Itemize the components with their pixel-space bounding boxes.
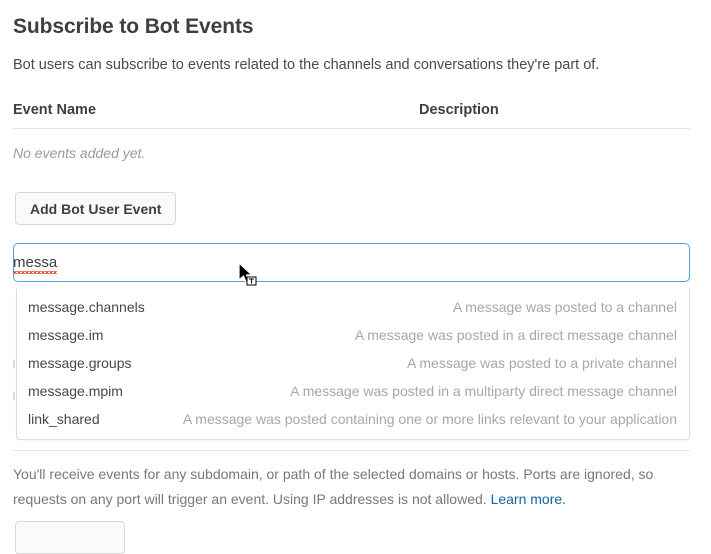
suggestion-name: message.mpim bbox=[28, 383, 123, 399]
suggestion-description: A message was posted containing one or m… bbox=[182, 411, 677, 427]
suggestion-item[interactable]: link_shared A message was posted contain… bbox=[17, 405, 689, 433]
suggestion-item[interactable]: message.channels A message was posted to… bbox=[17, 293, 689, 321]
suggestion-item[interactable]: message.groups A message was posted to a… bbox=[17, 349, 689, 377]
suggestion-description: A message was posted to a private channe… bbox=[406, 355, 677, 371]
footer-note-text: You'll receive events for any subdomain,… bbox=[13, 466, 654, 507]
suggestion-name: message.groups bbox=[28, 355, 132, 371]
suggestion-item[interactable]: message.im A message was posted in a dir… bbox=[17, 321, 689, 349]
events-table-header: Event Name Description bbox=[13, 102, 690, 129]
suggestion-description: A message was posted in a direct message… bbox=[354, 327, 677, 343]
column-header-description: Description bbox=[419, 102, 499, 118]
suggestion-name: message.im bbox=[28, 327, 104, 343]
event-suggestions-dropdown[interactable]: message.channels A message was posted to… bbox=[16, 289, 690, 440]
events-table: Event Name Description No events added y… bbox=[13, 102, 690, 161]
underlay-edge-artifact bbox=[13, 392, 15, 400]
learn-more-link[interactable]: Learn more. bbox=[490, 491, 567, 507]
page-title: Subscribe to Bot Events bbox=[13, 15, 254, 38]
footer-note: You'll receive events for any subdomain,… bbox=[13, 462, 692, 512]
suggestion-description: A message was posted to a channel bbox=[452, 299, 677, 315]
suggestion-item[interactable]: message.mpim A message was posted in a m… bbox=[17, 377, 689, 405]
events-table-empty-message: No events added yet. bbox=[13, 145, 146, 161]
footer-divider bbox=[13, 450, 690, 451]
suggestion-name: link_shared bbox=[28, 411, 100, 427]
event-search-wrap bbox=[13, 243, 690, 282]
add-bot-user-event-button[interactable]: Add Bot User Event bbox=[15, 192, 177, 225]
column-header-event-name: Event Name bbox=[13, 102, 97, 118]
event-search-input[interactable] bbox=[13, 243, 690, 282]
suggestion-name: message.channels bbox=[28, 299, 145, 315]
underlay-edge-artifact bbox=[13, 360, 15, 368]
bot-events-page: Subscribe to Bot Events Bot users can su… bbox=[13, 15, 692, 554]
bottom-clipped-button[interactable] bbox=[15, 521, 125, 554]
suggestion-description: A message was posted in a multiparty dir… bbox=[290, 383, 677, 399]
page-subtitle: Bot users can subscribe to events relate… bbox=[13, 57, 600, 73]
